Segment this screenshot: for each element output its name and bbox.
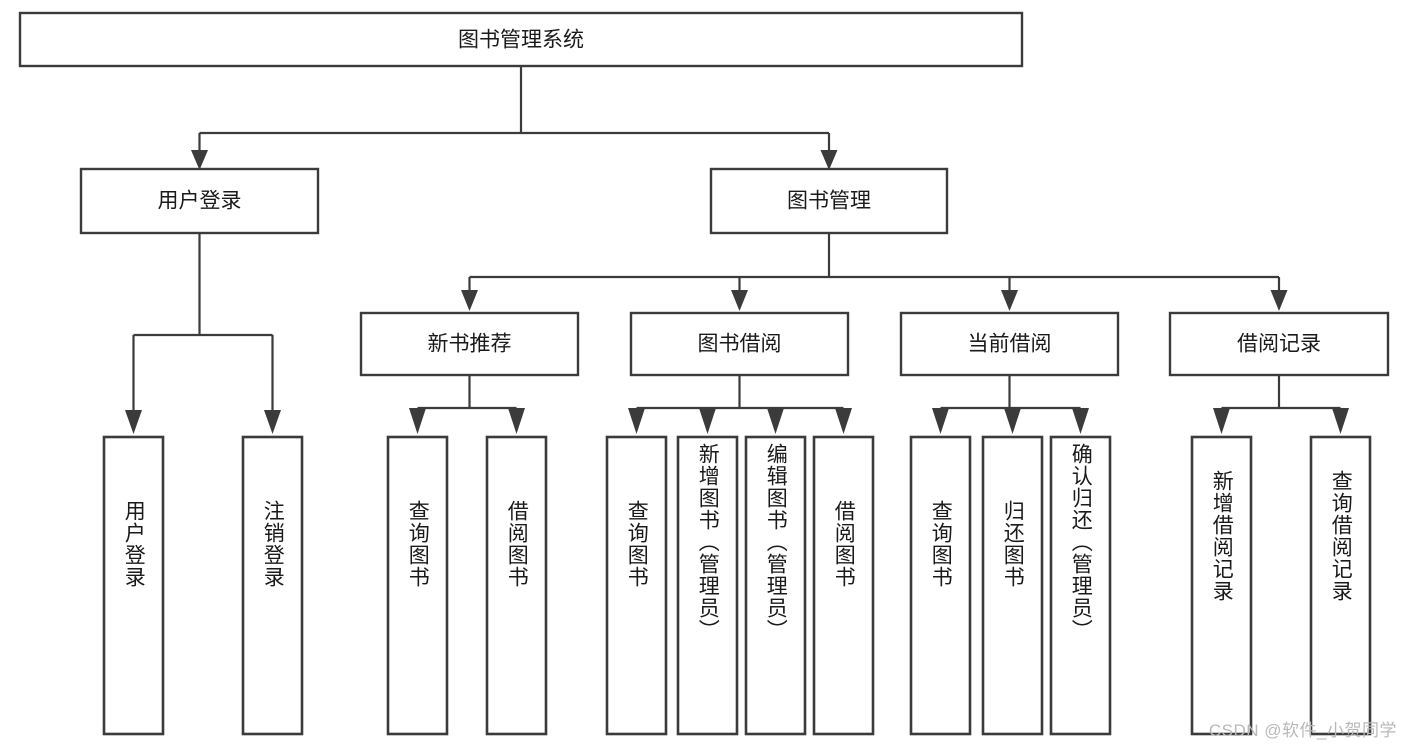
node-book-borrow-label: 图书借阅 (698, 333, 782, 356)
leaf-box-edit-book[interactable] (744, 435, 807, 736)
arrow-head-icon (264, 410, 281, 434)
leaf-box-borrow-book-2[interactable] (812, 435, 875, 736)
node-new-book-recommend[interactable]: 新书推荐 (359, 311, 580, 377)
node-book-manage-label: 图书管理 (787, 190, 871, 213)
arrow-head-icon (1332, 408, 1349, 434)
arrow-head-icon (628, 408, 645, 434)
node-root[interactable]: 图书管理系统 (18, 11, 1024, 68)
arrow-head-icon (125, 410, 142, 434)
arrow-head-icon (1004, 408, 1021, 434)
node-borrow-record-box[interactable] (1168, 311, 1390, 377)
arrow-head-icon (1072, 408, 1089, 434)
arrow-head-icon (1001, 290, 1018, 311)
node-current-borrow-label: 当前借阅 (968, 333, 1052, 356)
watermark-text: CSDN @软件_小贺同学 (1208, 721, 1397, 740)
edge-group-current-borrow (932, 375, 1089, 434)
arrow-head-icon (461, 290, 478, 311)
node-borrow-record[interactable]: 借阅记录 (1168, 311, 1390, 377)
edge-group-book-borrow (628, 375, 852, 434)
node-book-manage-box[interactable] (709, 167, 949, 235)
node-borrow-record-label: 借阅记录 (1237, 333, 1321, 356)
arrow-head-icon (1270, 290, 1288, 311)
leaf-box-group (102, 435, 1372, 736)
arrow-head-icon (1213, 408, 1230, 434)
leaf-box-query-book-1[interactable] (386, 435, 449, 736)
leaf-box-query-book-2[interactable] (605, 435, 668, 736)
leaf-box-borrow-book-1[interactable] (485, 435, 548, 736)
arrow-head-icon (699, 408, 716, 434)
leaf-box-user-login[interactable] (102, 435, 165, 736)
leaf-box-add-book[interactable] (676, 435, 739, 736)
arrow-head-icon (409, 408, 426, 434)
leaf-box-query-book-3[interactable] (909, 435, 972, 736)
leaf-box-query-record[interactable] (1309, 435, 1372, 736)
node-user-login-label: 用户登录 (158, 190, 242, 213)
edge-group-root (191, 66, 838, 170)
leaf-box-return-book[interactable] (981, 435, 1044, 736)
node-current-borrow[interactable]: 当前借阅 (899, 311, 1120, 377)
leaf-box-confirm-return[interactable] (1049, 435, 1112, 736)
node-root-label: 图书管理系统 (458, 29, 584, 52)
node-book-manage[interactable]: 图书管理 (709, 167, 949, 235)
node-book-borrow-box[interactable] (629, 311, 850, 377)
arrow-head-icon (835, 408, 852, 434)
arrow-head-icon (508, 408, 525, 434)
arrow-head-icon (731, 290, 748, 311)
node-new-book-recommend-box[interactable] (359, 311, 580, 377)
arrow-head-icon (191, 150, 208, 170)
node-user-login[interactable]: 用户登录 (79, 167, 320, 235)
leaf-box-user-logout[interactable] (241, 435, 304, 736)
arrow-head-icon (767, 408, 784, 434)
edge-group-user-login (125, 233, 281, 434)
arrow-head-icon (932, 408, 949, 434)
edge-group-new-book-recommend (409, 375, 525, 434)
node-user-login-box[interactable] (79, 167, 320, 235)
edge-group-borrow-record (1213, 375, 1349, 434)
node-book-borrow[interactable]: 图书借阅 (629, 311, 850, 377)
node-root-box[interactable] (18, 11, 1024, 68)
arrow-head-icon (820, 150, 838, 170)
edge-group-book-manage (461, 233, 1288, 311)
node-current-borrow-box[interactable] (899, 311, 1120, 377)
leaf-box-add-record[interactable] (1190, 435, 1253, 736)
node-new-book-recommend-label: 新书推荐 (428, 333, 512, 356)
